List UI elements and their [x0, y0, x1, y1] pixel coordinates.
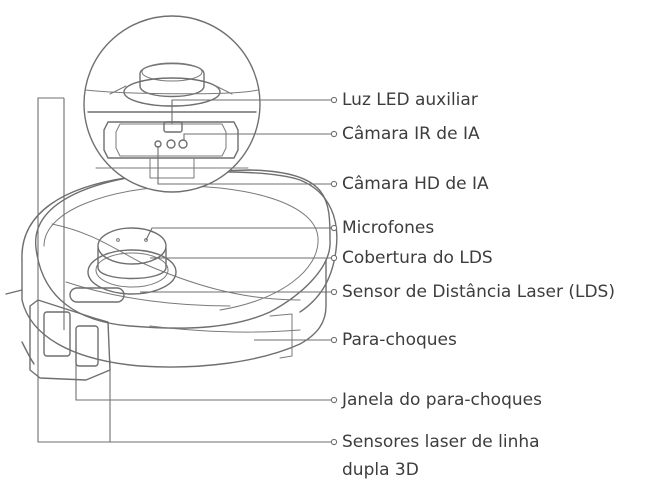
leader-microphones [145, 227, 332, 241]
zoom-camera-lens-2 [166, 139, 176, 149]
mic-dot-1 [116, 238, 120, 242]
lds-turret-base [87, 249, 177, 295]
body-outline [21, 171, 338, 313]
zoom-turret-fin-left [109, 85, 127, 95]
front-button [69, 287, 125, 303]
bumper-bracket-right [269, 313, 293, 359]
label-bumper: Para-choques [342, 330, 457, 350]
leader-led [171, 99, 332, 124]
label-lds-sensor: Sensor de Distância Laser (LDS) [342, 282, 615, 302]
leader-dot-lds-cover [330, 254, 338, 262]
zoom-sensor-inner [115, 123, 227, 157]
zoom-turret-top-ellipse [141, 62, 203, 82]
leader-ir-camera [183, 133, 332, 140]
lds-turret-cap [97, 247, 167, 280]
leader-dot-microphones [330, 224, 338, 232]
label-laser-sensors-line2: dupla 3D [342, 460, 419, 480]
leader-bumper-window [75, 348, 332, 401]
leader-dot-bumper [330, 336, 338, 344]
panel-seam-1 [51, 223, 301, 301]
leader-dot-bumper-window [330, 396, 338, 404]
leader-lines [37, 96, 338, 446]
leader-dot-hd-camera [330, 180, 338, 188]
zoom-sensor-housing [103, 121, 239, 159]
bumper-line [149, 325, 301, 333]
zoom-camera-lens-3 [178, 139, 188, 149]
side-brush [5, 289, 35, 365]
zoom-top-line-1 [85, 89, 259, 95]
lds-turret-ring [95, 252, 169, 288]
body-skirt [21, 259, 327, 368]
label-bumper-window: Janela do para-choques [342, 390, 542, 410]
label-lds-cover: Cobertura do LDS [342, 248, 493, 268]
lds-turret-top [97, 227, 167, 265]
mic-dot-2 [144, 238, 148, 242]
leader-dot-lds-sensor [330, 288, 338, 296]
label-laser-sensors-line1: Sensores laser de linha [342, 432, 540, 452]
leader-hd-camera [157, 146, 332, 185]
front-sensor-window-left [43, 311, 71, 357]
zoom-led-window [163, 121, 183, 133]
zoom-lower-body [95, 157, 249, 179]
label-hd-camera: Câmara HD de IA [342, 174, 489, 194]
leader-laser-sensors [37, 97, 332, 443]
leader-dot-laser-sensors [330, 438, 338, 446]
label-ir-camera: Câmara IR de IA [342, 124, 480, 144]
robot-body [5, 169, 338, 381]
body-inner-rim [43, 185, 319, 311]
leader-dot-led [330, 96, 338, 104]
label-led: Luz LED auxiliar [342, 90, 478, 110]
front-sensor-window-right [75, 325, 99, 367]
leader-dot-ir-camera [330, 130, 338, 138]
label-microphones: Microfones [342, 218, 435, 238]
